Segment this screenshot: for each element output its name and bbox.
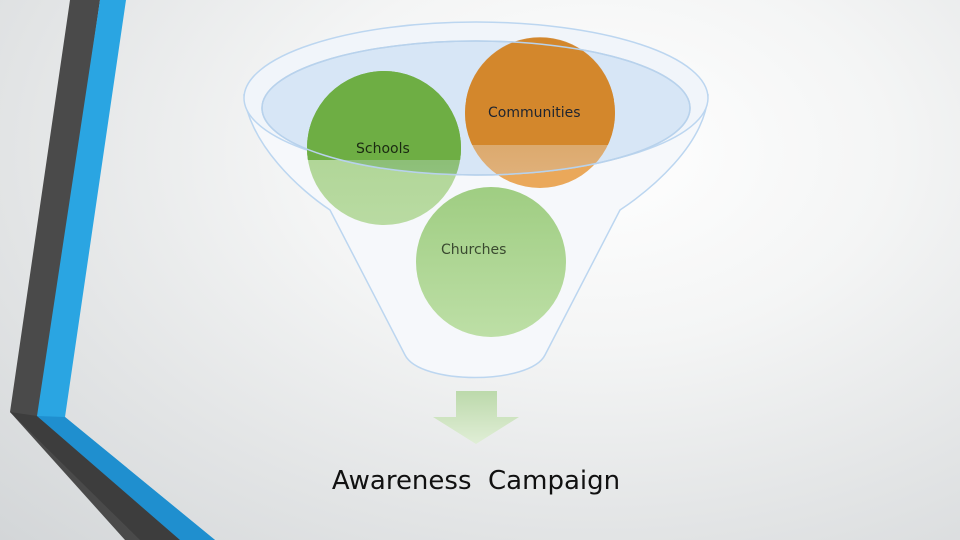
left-blue-bar-lower xyxy=(37,416,215,540)
down-arrow xyxy=(433,391,519,444)
left-dark-bar-lower xyxy=(10,412,180,540)
outcome-text: Awareness Campaign xyxy=(331,466,621,496)
schools-label: Schools xyxy=(356,141,410,157)
communities-label: Communities xyxy=(488,105,581,121)
churches-label: Churches xyxy=(441,242,507,258)
left-blue-bar xyxy=(37,0,215,540)
outcome-label: Awareness Campaign xyxy=(0,466,960,496)
churches-circle xyxy=(416,187,566,337)
left-dark-bar xyxy=(10,0,205,540)
